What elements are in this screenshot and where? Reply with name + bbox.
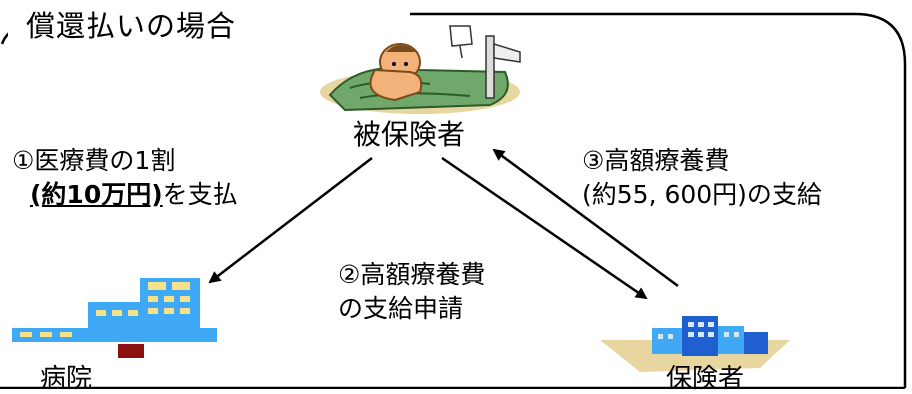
arrow-insured-to-insurer bbox=[441, 156, 648, 300]
page-title: 償還払いの場合 bbox=[26, 9, 237, 43]
arrow-insurer-to-insured bbox=[492, 148, 679, 288]
hospital-label: 病院 bbox=[40, 364, 93, 394]
step3-line2: (約55, 600円)の支給 bbox=[582, 180, 822, 209]
step2-line1: ②高額療養費 bbox=[338, 260, 486, 289]
frame-border bbox=[410, 12, 907, 388]
insurer-building-icon bbox=[600, 316, 790, 372]
step1-amount: (約10万円) bbox=[30, 180, 163, 209]
step1-suffix: を支払 bbox=[162, 180, 238, 209]
insured-label: 被保険者 bbox=[352, 118, 466, 151]
insurer-label: 保険者 bbox=[666, 364, 745, 394]
arrow-insured-to-hospital bbox=[208, 157, 373, 284]
step1-line1: ①医療費の1割 bbox=[12, 146, 176, 175]
step2-line2: の支給申請 bbox=[338, 294, 464, 323]
patient-in-bed-icon bbox=[320, 25, 521, 114]
hospital-building-icon bbox=[12, 278, 217, 358]
title-box: 償還払いの場合 bbox=[8, 4, 247, 44]
step3-line1: ③高額療養費 bbox=[582, 146, 730, 175]
step1-line2: (約10万円)を支払 bbox=[30, 180, 238, 210]
